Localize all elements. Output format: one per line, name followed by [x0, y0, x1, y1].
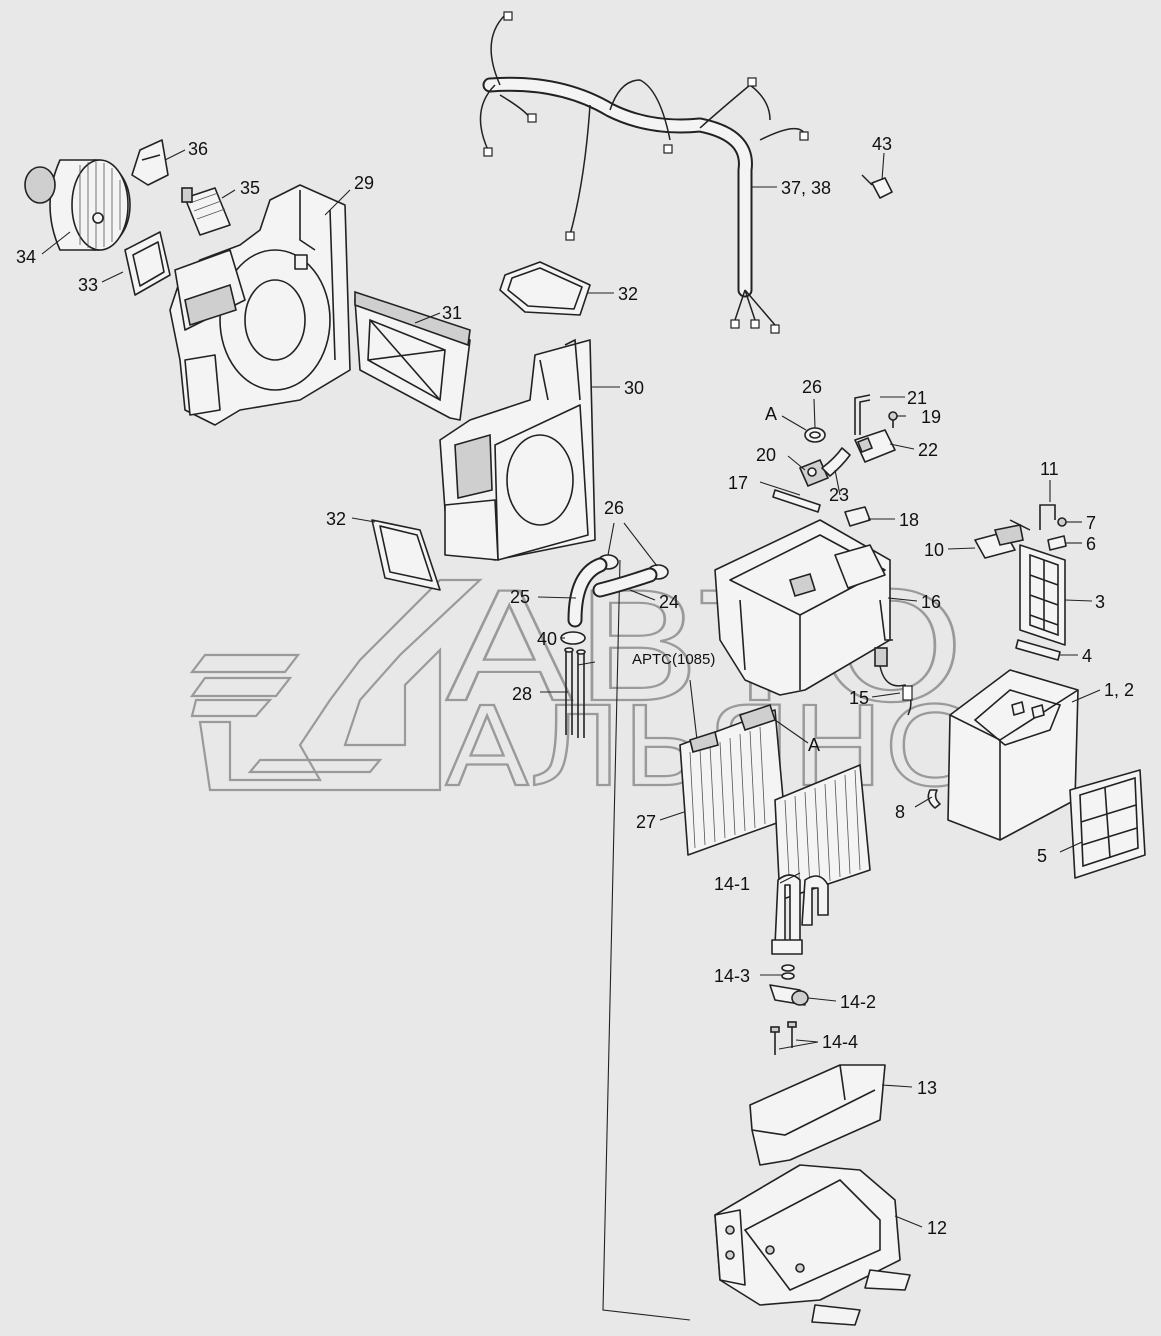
- bar-4: [1015, 639, 1061, 661]
- screw-19: [888, 411, 898, 428]
- callout-14-4: 14-4: [822, 1032, 858, 1052]
- callout-20: 20: [756, 445, 776, 465]
- hose-23: [821, 447, 851, 477]
- callout-35: 35: [240, 178, 260, 198]
- callout-6: 6: [1086, 534, 1096, 554]
- callout-aptc: APTC(1085): [632, 651, 715, 668]
- hose-clamp-top: [804, 427, 826, 443]
- clip-8: [927, 789, 941, 809]
- callout-14-3: 14-3: [714, 966, 750, 986]
- callout-17: 17: [728, 473, 748, 493]
- lower-case: [714, 1164, 911, 1326]
- callout-36: 36: [188, 139, 208, 159]
- callout-37-38: 37, 38: [781, 178, 831, 198]
- gasket-top: [499, 261, 591, 316]
- callout-18: 18: [899, 510, 919, 530]
- wire-harness: [479, 11, 809, 334]
- callout-3: 3: [1095, 592, 1105, 612]
- drain-tray: [749, 1064, 886, 1166]
- expansion-valve: [769, 984, 809, 1006]
- callout-10: 10: [924, 540, 944, 560]
- callout-13: 13: [917, 1078, 937, 1098]
- aptc-line: [602, 559, 691, 1321]
- callout-22: 22: [918, 440, 938, 460]
- callout-5: 5: [1037, 846, 1047, 866]
- gasket-left: [371, 519, 441, 591]
- callout-30: 30: [624, 378, 644, 398]
- callout-8: 8: [895, 802, 905, 822]
- o-ring-14-3: [781, 964, 795, 980]
- callout-7: 7: [1086, 513, 1096, 533]
- callout-a-top: A: [765, 404, 777, 424]
- blower-resistor-clip: [131, 139, 169, 186]
- blower-housing: [169, 184, 351, 426]
- sensor-43: [861, 174, 893, 199]
- evaporator-case: [714, 519, 893, 696]
- callout-11: 11: [1040, 459, 1059, 479]
- relay-18: [844, 506, 871, 527]
- callout-28: 28: [512, 684, 532, 704]
- hose-25: [567, 557, 608, 628]
- valve-22: [854, 429, 896, 463]
- callout-32-left: 32: [326, 509, 346, 529]
- air-filter: [1069, 769, 1146, 879]
- callout-27: 27: [636, 812, 656, 832]
- callout-14-2: 14-2: [840, 992, 876, 1012]
- callout-24: 24: [659, 592, 679, 612]
- callout-29: 29: [354, 173, 374, 193]
- callout-a-bottom: A: [808, 735, 820, 755]
- callout-31: 31: [442, 303, 462, 323]
- callout-4: 4: [1082, 646, 1092, 666]
- filter-box: [947, 669, 1079, 841]
- callout-12: 12: [927, 1218, 947, 1238]
- callout-23: 23: [829, 485, 849, 505]
- callout-33: 33: [78, 275, 98, 295]
- valve-7: [1057, 517, 1067, 527]
- blower-gasket: [124, 231, 171, 296]
- pipe-11: [1039, 504, 1056, 530]
- watermark-logo: [189, 578, 483, 792]
- blower-motor: [24, 159, 131, 251]
- callout-34: 34: [16, 247, 36, 267]
- callout-21: 21: [907, 388, 927, 408]
- temp-sensor: [874, 647, 913, 716]
- hose-24: [592, 567, 658, 598]
- callout-26-mid: 26: [604, 498, 624, 518]
- callout-14-1: 14-1: [714, 874, 750, 894]
- bar-17: [772, 489, 821, 513]
- callout-26-top: 26: [802, 377, 822, 397]
- filter-panel: [354, 290, 471, 421]
- callout-43: 43: [872, 134, 892, 154]
- callout-15: 15: [849, 688, 869, 708]
- callout-32-top: 32: [618, 284, 638, 304]
- pipe-21: [854, 394, 871, 435]
- blower-resistor: [181, 187, 231, 236]
- callout-40: 40: [537, 629, 557, 649]
- callout-1-2: 1, 2: [1104, 680, 1134, 700]
- leader-lines: [41, 149, 1101, 1228]
- callout-25: 25: [510, 587, 530, 607]
- valve-20: [798, 458, 830, 488]
- callout-16: 16: [921, 592, 941, 612]
- bolt-14-4: [770, 1021, 797, 1055]
- callout-19: 19: [921, 407, 941, 427]
- heater-core: [679, 703, 786, 856]
- intake-duct: [439, 338, 596, 561]
- evaporator-core: [771, 764, 871, 955]
- actuator-10: [974, 519, 1031, 559]
- filter-frame: [1019, 544, 1066, 646]
- clip-6: [1047, 535, 1067, 551]
- aptc-leader: [689, 679, 698, 741]
